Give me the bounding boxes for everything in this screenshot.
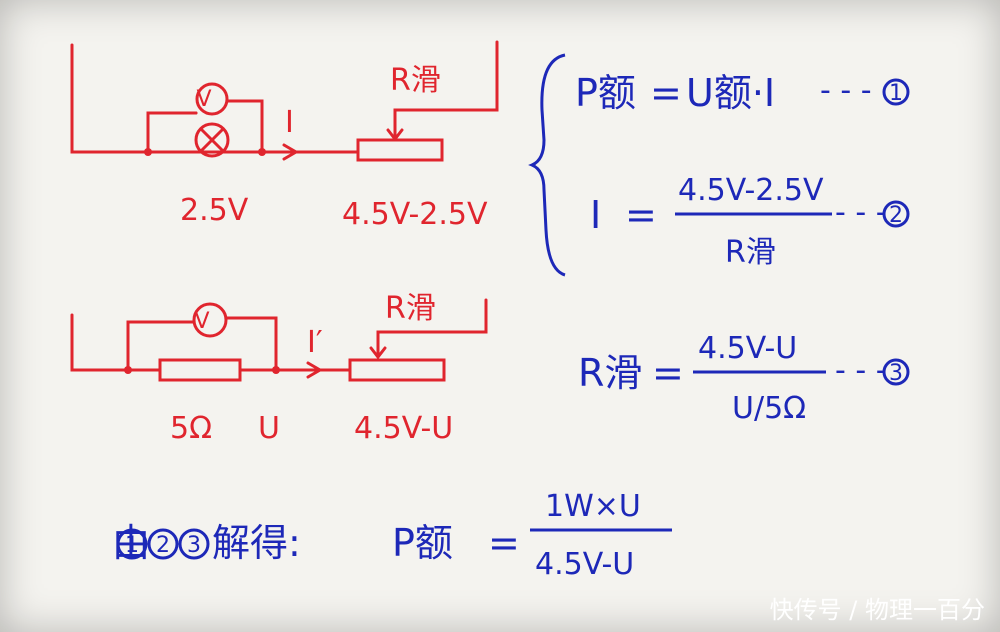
- eq1-rhs: U额·I: [686, 71, 775, 115]
- resistor-symbol: [158, 358, 242, 382]
- circuit1-nodes: [144, 148, 266, 156]
- current-arrow1: [282, 143, 299, 161]
- eq2-dash: - - -: [835, 195, 887, 230]
- eq3-equals: =: [652, 351, 684, 395]
- rheostat2-voltage-label: 4.5V-U: [354, 411, 453, 446]
- voltmeter2-symbol: [192, 302, 228, 338]
- eq2-equals: =: [625, 193, 657, 237]
- rheostat2-label: R滑: [385, 291, 436, 326]
- current-label: I: [285, 105, 294, 140]
- resistor-label: 5Ω: [170, 411, 212, 446]
- slider-arrow2: [369, 346, 387, 360]
- circuit-1: [70, 40, 499, 162]
- voltmeter1-symbol: [195, 82, 229, 116]
- lamp-voltage-label: 2.5V: [180, 193, 249, 228]
- eq1-marker: 1: [889, 81, 903, 106]
- lamp-symbol: [194, 122, 230, 158]
- slider-arrow1: [386, 128, 404, 142]
- eq2-lhs: I: [590, 193, 601, 237]
- voltmeter1-label: V: [196, 87, 211, 112]
- solution-marker-1: 1: [125, 533, 139, 558]
- eq1-dash: - - -: [820, 73, 872, 108]
- watermark: 快传号 / 物理一百分: [770, 596, 985, 624]
- eq2-numerator: 4.5V-2.5V: [678, 173, 824, 208]
- eq3-dash: - - -: [835, 353, 887, 388]
- rheostat2-box: [348, 358, 446, 382]
- eq3-lhs: R滑: [578, 351, 642, 395]
- resistor-voltage-label: U: [258, 411, 280, 446]
- solution-numerator: 1W×U: [545, 489, 641, 524]
- solution-marker-2: 2: [156, 533, 170, 558]
- equation-brace: [528, 53, 566, 277]
- eq2-marker: 2: [889, 203, 903, 228]
- eq3-numerator: 4.5V-U: [698, 331, 797, 366]
- current-prime-label: I′: [307, 325, 323, 360]
- lamp-cross: [199, 127, 225, 153]
- eq1-equals: =: [650, 71, 682, 115]
- circuit2-nodes: [124, 366, 280, 374]
- eq1-lhs: P额: [575, 71, 636, 115]
- solution-denominator: 4.5V-U: [535, 547, 634, 582]
- current-arrow2: [306, 361, 323, 379]
- rheostat1-voltage-label: 4.5V-2.5V: [342, 197, 488, 232]
- solution-lhs: P额: [392, 521, 453, 565]
- circle-markers: [116, 78, 910, 560]
- eq3-denominator: U/5Ω: [732, 391, 806, 426]
- solution-prefix: 由: [112, 521, 150, 565]
- solution-marker-3: 3: [187, 533, 201, 558]
- rheostat1-box: [356, 138, 444, 162]
- rheostat1-label: R滑: [390, 63, 441, 98]
- circuit2-slider-wire: [376, 298, 488, 358]
- voltmeter2-label: V: [194, 309, 209, 334]
- eq3-marker: 3: [889, 361, 903, 386]
- solution-text: 解得:: [212, 521, 301, 565]
- circuit-2: [70, 298, 488, 382]
- eq2-denominator: R滑: [725, 235, 776, 270]
- fraction-bars: [530, 212, 832, 532]
- solution-equals: =: [488, 521, 520, 565]
